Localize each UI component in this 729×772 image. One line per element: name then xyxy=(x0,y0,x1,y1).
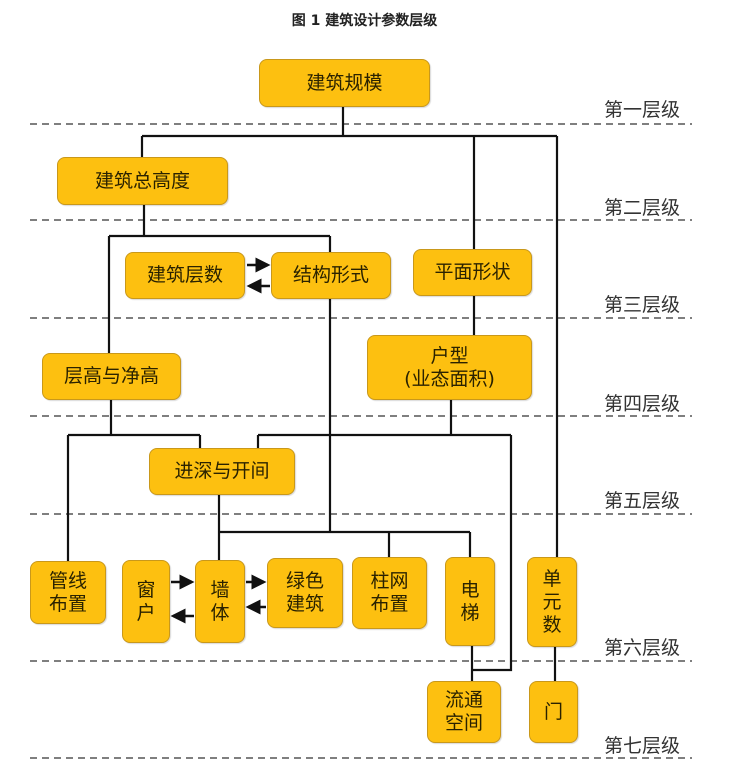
node-total-height: 建筑总高度 xyxy=(57,157,228,205)
level-label-5: 第五层级 xyxy=(604,490,681,512)
scale-connector xyxy=(140,107,559,557)
level-label-3: 第三层级 xyxy=(604,294,681,316)
node-pipelines: 管线 布置 xyxy=(30,561,106,624)
figure-title: 图 1 建筑设计参数层级 xyxy=(291,13,438,29)
level-label-6: 第六层级 xyxy=(604,637,681,659)
node-units: 单 元 数 xyxy=(527,557,577,647)
node-wall: 墙 体 xyxy=(195,560,245,643)
node-depth-bay: 进深与开间 xyxy=(149,448,295,495)
level-label-7: 第七层级 xyxy=(604,735,681,757)
depth-bay-connector xyxy=(217,495,472,560)
node-plan-shape: 平面形状 xyxy=(413,249,532,296)
arrows xyxy=(170,257,271,624)
level-label-2: 第二层级 xyxy=(604,197,681,219)
node-floors: 建筑层数 xyxy=(125,252,245,299)
node-column-grid: 柱网 布置 xyxy=(352,557,427,629)
node-circulation: 流通 空间 xyxy=(427,681,501,743)
node-storey-height: 层高与净高 xyxy=(42,353,181,400)
total-height-connector xyxy=(107,205,332,532)
unit-type-connector xyxy=(256,400,513,672)
node-structure: 结构形式 xyxy=(271,252,391,299)
node-unit-type: 户型 (业态面积) xyxy=(367,335,532,400)
connectors xyxy=(66,107,559,681)
node-scale: 建筑规模 xyxy=(259,59,430,107)
node-window: 窗 户 xyxy=(122,560,170,643)
level-label-4: 第四层级 xyxy=(604,393,681,415)
node-door: 门 xyxy=(529,681,578,743)
level-dividers xyxy=(30,123,692,759)
storey-height-connector xyxy=(66,400,202,561)
node-elevator: 电 梯 xyxy=(445,557,495,646)
level-label-1: 第一层级 xyxy=(604,99,681,121)
node-green-building: 绿色 建筑 xyxy=(267,558,343,628)
